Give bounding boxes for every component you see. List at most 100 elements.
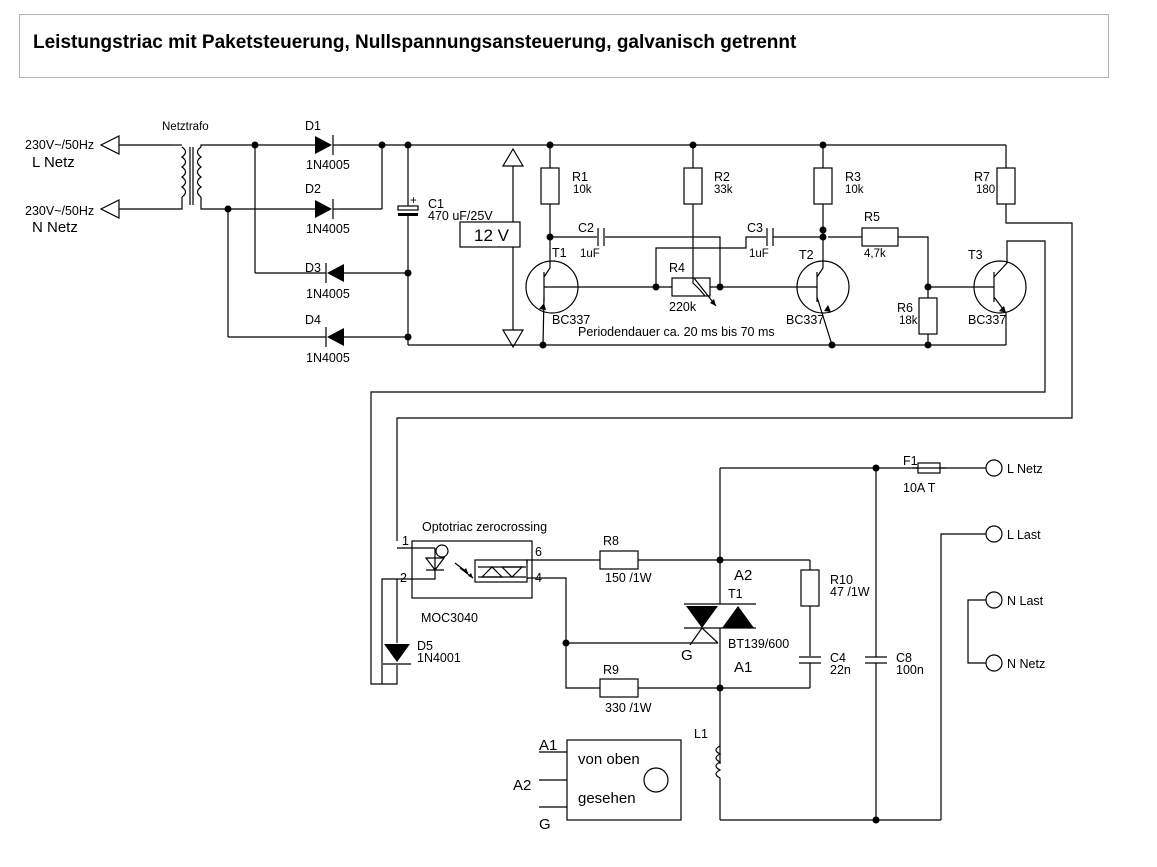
terminal-l-netz[interactable]: L Netz: [985, 459, 1043, 477]
terminal-n-last[interactable]: N Last: [985, 591, 1044, 609]
opto-caption: Optotriac zerocrossing: [422, 520, 547, 534]
svg-text:+: +: [410, 195, 417, 207]
diode-d5: D5 1N4001: [383, 579, 461, 665]
svg-text:T2: T2: [799, 248, 814, 262]
svg-text:D1: D1: [305, 119, 321, 133]
svg-text:18k: 18k: [899, 315, 918, 327]
svg-text:33k: 33k: [714, 184, 733, 196]
svg-text:1uF: 1uF: [749, 248, 769, 260]
n-voltage-label: 230V~/50Hz: [25, 204, 94, 218]
svg-text:4,7k: 4,7k: [864, 248, 886, 260]
inductor-l1: L1: [694, 727, 941, 821]
mains-input-n: 230V~/50Hz N Netz: [25, 199, 172, 236]
svg-text:N Netz: N Netz: [1007, 657, 1045, 671]
svg-text:C1: C1: [428, 197, 444, 211]
fuse-f1: F1 10A T: [903, 454, 986, 495]
svg-text:L Last: L Last: [1007, 528, 1041, 542]
terminal-l-last[interactable]: L Last: [985, 525, 1041, 543]
svg-text:10k: 10k: [573, 184, 592, 196]
svg-text:von oben: von oben: [578, 751, 640, 768]
resistor-r10: R10 47 /1W: [800, 560, 870, 656]
svg-text:R4: R4: [669, 261, 685, 275]
svg-text:T1: T1: [728, 587, 743, 601]
capacitor-c8: C8 100n: [720, 467, 924, 820]
svg-text:C4: C4: [830, 651, 846, 665]
svg-text:R5: R5: [864, 210, 880, 224]
diagram-title: Leistungstriac mit Paketsteuerung, Nulls…: [33, 32, 797, 53]
terminal-n-netz[interactable]: N Netz: [985, 654, 1045, 672]
svg-text:100n: 100n: [896, 663, 924, 677]
title-box: Leistungstriac mit Paketsteuerung, Nulls…: [19, 14, 1109, 78]
svg-text:330 /1W: 330 /1W: [605, 701, 652, 715]
svg-text:R1: R1: [572, 170, 588, 184]
svg-text:6: 6: [535, 545, 542, 559]
triac: A2 T1 BT139/600 G A1: [681, 468, 789, 764]
svg-text:C8: C8: [896, 651, 912, 665]
svg-text:1N4005: 1N4005: [306, 158, 350, 172]
svg-text:C3: C3: [747, 221, 763, 235]
svg-text:470 uF/25V: 470 uF/25V: [428, 209, 493, 223]
svg-text:L Netz: L Netz: [1007, 462, 1043, 476]
transistor-t3: T3 BC337: [370, 240, 1046, 685]
svg-text:BC337: BC337: [786, 313, 824, 327]
svg-text:A2: A2: [513, 777, 531, 794]
resistor-r6: R6 18k: [897, 287, 938, 345]
diode-d1: D1 1N4005: [305, 119, 350, 172]
opto-type: MOC3040: [421, 611, 478, 625]
svg-text:R8: R8: [603, 534, 619, 548]
capacitor-c3: C3 1uF: [655, 221, 823, 287]
svg-text:R10: R10: [830, 573, 853, 587]
svg-text:R3: R3: [845, 170, 861, 184]
mains-input-l: 230V~/50Hz L Netz: [25, 135, 172, 171]
capacitor-c1: + C1 470 uF/25V: [397, 145, 493, 345]
svg-text:N Last: N Last: [1007, 594, 1044, 608]
resistor-r1: R1 10k: [540, 145, 592, 256]
n-netz-label: N Netz: [32, 219, 78, 236]
l-netz-label: L Netz: [32, 154, 75, 171]
svg-text:BT139/600: BT139/600: [728, 637, 789, 651]
diode-d4: D4 1N4005: [305, 313, 350, 365]
svg-text:D4: D4: [305, 313, 321, 327]
dc-voltage-label: 12 V: [474, 226, 510, 245]
svg-text:A1: A1: [734, 659, 752, 676]
svg-text:1N4005: 1N4005: [306, 351, 350, 365]
resistor-r5: R5 4,7k: [828, 210, 929, 287]
svg-text:D5: D5: [417, 639, 433, 653]
svg-text:G: G: [539, 816, 551, 833]
svg-text:D3: D3: [305, 261, 321, 275]
svg-text:1N4001: 1N4001: [417, 651, 461, 665]
svg-text:R9: R9: [603, 663, 619, 677]
diode-d3: D3 1N4005: [305, 261, 350, 301]
capacitor-c4: C4 22n: [799, 651, 851, 688]
svg-text:C2: C2: [578, 221, 594, 235]
triac-pinout: A1 A2 G von oben gesehen: [513, 737, 682, 833]
svg-text:R6: R6: [897, 301, 913, 315]
resistor-r9: R9 330 /1W: [565, 643, 810, 715]
svg-text:1uF: 1uF: [580, 248, 600, 260]
svg-text:1N4005: 1N4005: [306, 287, 350, 301]
resistor-r3: R3 10k: [813, 145, 864, 230]
svg-text:47 /1W: 47 /1W: [830, 585, 870, 599]
svg-text:F1: F1: [903, 454, 918, 468]
l-voltage-label: 230V~/50Hz: [25, 138, 94, 152]
potentiometer-r4: R4 220k: [669, 261, 797, 314]
svg-text:T1: T1: [552, 246, 567, 260]
svg-text:180: 180: [976, 184, 995, 196]
optocoupler: Optotriac zerocrossing 1 2 6 4 MOC3040: [381, 520, 718, 684]
svg-text:D2: D2: [305, 182, 321, 196]
svg-text:10A T: 10A T: [903, 481, 936, 495]
resistor-r7: R7 180: [974, 145, 1016, 205]
svg-text:4: 4: [535, 571, 542, 585]
svg-text:10k: 10k: [845, 184, 864, 196]
capacitor-c2: C2 1uF: [550, 221, 721, 287]
resistor-r8: R8 150 /1W: [599, 534, 810, 585]
transformer: Netztrafo: [162, 121, 228, 210]
svg-text:1N4005: 1N4005: [306, 222, 350, 236]
transistor-t2: T2 BC337: [786, 230, 850, 346]
svg-text:220k: 220k: [669, 300, 697, 314]
transformer-label: Netztrafo: [162, 121, 209, 133]
svg-text:BC337: BC337: [968, 313, 1006, 327]
svg-text:150 /1W: 150 /1W: [605, 571, 652, 585]
svg-text:1: 1: [402, 534, 409, 548]
